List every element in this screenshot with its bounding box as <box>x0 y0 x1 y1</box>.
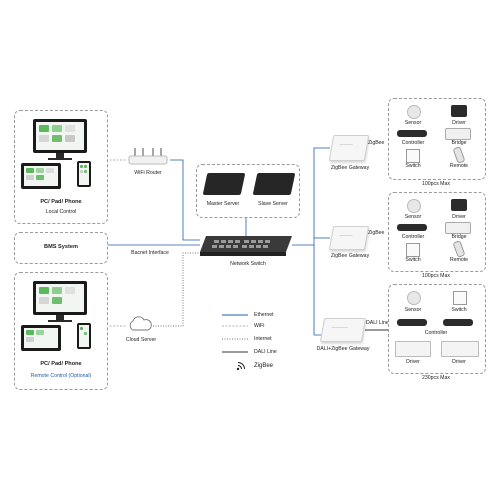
device-label: Driver <box>452 214 466 220</box>
device-label: Switch <box>405 257 421 263</box>
bridge-icon <box>445 128 471 140</box>
legend-internet: Internet <box>254 336 272 342</box>
server-panel: Master Server Slave Server <box>196 164 300 218</box>
local-client-subtitle: Local Control <box>45 209 77 215</box>
bms-title: BMS System <box>44 244 78 250</box>
device-group-2: Sensor Driver Controller Bridge Switch R… <box>388 192 486 272</box>
remote-client-title: PC/ Pad/ Phone <box>40 361 82 367</box>
bms-panel: BMS System <box>14 232 108 264</box>
bridge-icon <box>445 222 471 234</box>
slave-server-icon <box>252 173 296 195</box>
switch-icon <box>406 149 420 163</box>
dali-zigbee-gateway <box>319 318 367 342</box>
monitor-icon <box>33 281 87 315</box>
device-group-3: Sensor Switch Controller Driver Driver <box>388 284 486 374</box>
sensor-icon <box>407 105 421 119</box>
switch-icon <box>453 291 467 305</box>
master-server-label: Master Server <box>206 201 240 207</box>
device-label: Driver <box>452 120 466 126</box>
wifi-router-icon <box>127 148 169 166</box>
device-label: Switch <box>451 307 467 313</box>
group-2-max: 100pcs Max <box>422 273 450 279</box>
device-group-1: Sensor Driver Controller Bridge Switch R… <box>388 98 486 180</box>
remote-icon <box>452 240 466 258</box>
network-switch-icon <box>200 236 292 258</box>
group-1-max: 100pcs Max <box>422 181 450 187</box>
device-label: Controller <box>401 234 425 240</box>
remote-client-subtitle: Remote Control (Optional) <box>30 373 92 379</box>
device-label: Sensor <box>404 307 422 313</box>
remote-icon <box>452 146 466 164</box>
cloud-label: Cloud Server <box>125 337 157 343</box>
cloud-icon <box>127 316 153 332</box>
device-label: Driver <box>406 359 420 365</box>
controller-icon <box>397 130 427 137</box>
device-label: Sensor <box>404 120 422 126</box>
local-client-panel: PC/ Pad/ Phone Local Control <box>14 110 108 224</box>
device-label: Sensor <box>404 214 422 220</box>
bacnet-label: Bacnet Interface <box>131 250 169 256</box>
wifi-router-label: WiFi Router <box>134 170 162 176</box>
master-server-icon <box>202 173 246 195</box>
device-label: Remote <box>449 257 469 263</box>
device-label: Bridge <box>451 140 467 146</box>
legend-ethernet: Ethernet <box>254 312 274 318</box>
gateway-1-label: ZigBee Gateway <box>330 165 370 171</box>
device-label: Controller <box>424 330 448 336</box>
driver-icon <box>451 105 467 117</box>
slave-server-label: Slave Server <box>258 201 288 207</box>
driver-icon <box>395 341 431 357</box>
device-label: Switch <box>405 163 421 169</box>
network-switch-label: Network Switch <box>230 261 266 267</box>
device-label: Driver <box>452 359 466 365</box>
device-label: Controller <box>401 140 425 146</box>
legend-dali: DALI Line <box>254 349 277 355</box>
legend-wifi: WiFi <box>254 323 265 329</box>
sensor-icon <box>407 291 421 305</box>
remote-client-panel: PC/ Pad/ Phone Remote Control (Optional) <box>14 272 108 390</box>
gateway-3-label: DALI+ZigBee Gateway <box>316 346 370 352</box>
gateway-3-tag: DALI Line <box>366 320 389 326</box>
local-client-title: PC/ Pad/ Phone <box>40 199 82 205</box>
tablet-icon <box>21 325 61 351</box>
driver-icon <box>441 341 479 357</box>
tablet-icon <box>21 163 61 189</box>
zigbee-signal-icon <box>236 361 246 371</box>
zigbee-gateway-1 <box>328 135 370 161</box>
controller-icon <box>397 319 427 326</box>
controller-icon <box>397 224 427 231</box>
gateway-2-label: ZigBee Gateway <box>330 253 370 259</box>
monitor-icon <box>33 119 87 153</box>
gateway-1-tag: ZigBee <box>368 140 385 146</box>
phone-icon <box>77 323 91 349</box>
switch-icon <box>406 243 420 257</box>
cloud-internet-link <box>153 252 200 327</box>
device-label: Bridge <box>451 234 467 240</box>
device-label: Remote <box>449 163 469 169</box>
zigbee-gateway-2 <box>328 226 370 250</box>
sensor-icon <box>407 199 421 213</box>
controller-icon <box>443 319 473 326</box>
driver-icon <box>451 199 467 211</box>
legend-zigbee: ZigBee <box>254 363 274 369</box>
phone-icon <box>77 161 91 187</box>
gateway-2-tag: ZigBee <box>368 230 385 236</box>
group-3-max: 230pcs Max <box>422 375 450 381</box>
router-ethernet-link <box>170 159 200 241</box>
